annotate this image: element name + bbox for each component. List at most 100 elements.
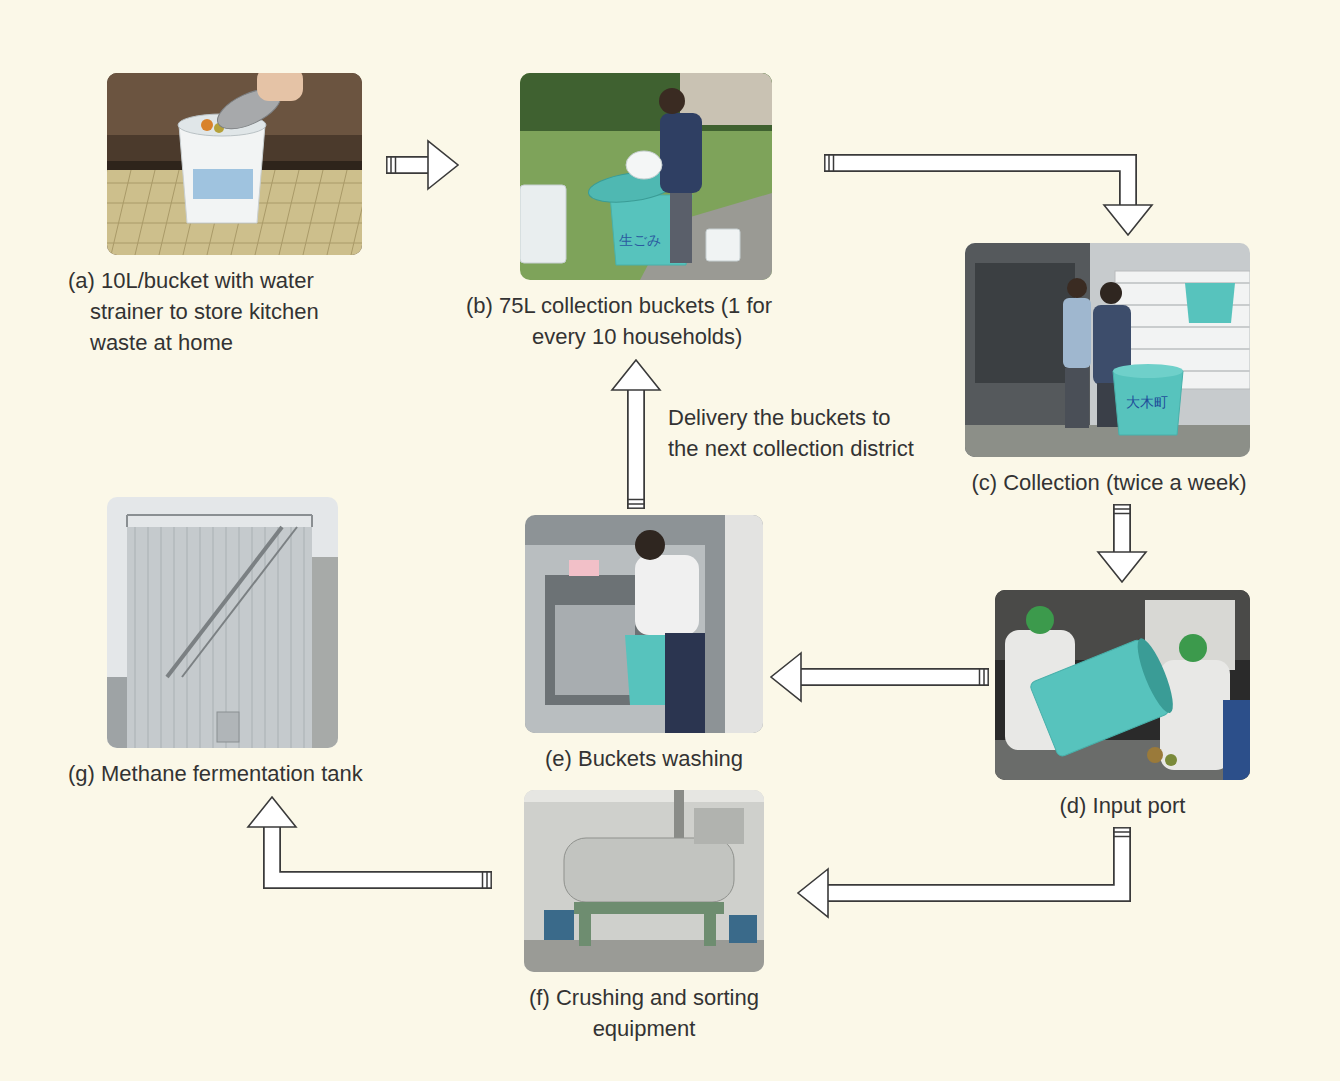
photo-illustration [525, 515, 763, 733]
arrow-outline [1113, 504, 1131, 553]
photo-frame [520, 73, 772, 280]
frame-leg [704, 902, 716, 946]
tank-rib [134, 527, 136, 748]
photo-illustration [107, 73, 362, 255]
arrow-tail-hatch [628, 507, 645, 509]
photo-scene [107, 497, 338, 748]
arrow-body [629, 389, 644, 509]
arrow-head [612, 360, 660, 390]
tank-rib [186, 527, 188, 748]
photo-scene [965, 243, 1250, 457]
photo-frame [965, 243, 1250, 457]
bucket-sticker [193, 169, 253, 199]
photo-frame [107, 73, 362, 255]
process-step: (b) 75L collection buckets (1 for every … [466, 73, 818, 352]
step-caption: (e) Buckets washing [525, 743, 763, 774]
worker-cap [1026, 606, 1054, 634]
photo-frame [995, 590, 1250, 780]
arrow-outline [800, 668, 989, 686]
block-arrow [1098, 504, 1146, 582]
floor [524, 940, 764, 972]
sponge [569, 560, 599, 576]
process-step: (g) Methane fermentation tank [68, 497, 368, 789]
held-pail [626, 151, 662, 179]
small-pail [706, 229, 740, 261]
photo-scene [995, 590, 1250, 780]
process-step: (d) Input port [995, 590, 1250, 821]
food-scrap [1147, 747, 1163, 763]
photo-ground [965, 243, 1250, 457]
railing [126, 515, 128, 527]
step-caption: (f) Crushing and sorting equipment [498, 982, 790, 1044]
motor [544, 910, 574, 940]
worker-trousers [665, 633, 705, 733]
bucket-rim [1113, 364, 1183, 378]
tank-rib [290, 527, 292, 748]
block-arrow [798, 827, 1131, 917]
arrow-outline [827, 827, 1122, 893]
arrow-tail-hatch [390, 157, 392, 174]
arrow-head [798, 869, 828, 917]
photo-scene [520, 73, 772, 280]
person-legs [670, 191, 692, 263]
photo-ground [995, 590, 1250, 780]
arrow-head [428, 141, 458, 189]
arrow-body [1115, 504, 1130, 553]
white-bucket [520, 185, 566, 263]
worker-head [1067, 278, 1087, 298]
process-step: (f) Crushing and sorting equipment [498, 790, 790, 1044]
collection-bucket [1113, 371, 1183, 435]
tilted-bucket [1029, 635, 1180, 758]
photo-frame [525, 515, 763, 733]
bucket-mouth [1131, 635, 1180, 717]
frame [574, 902, 724, 914]
stairway [182, 527, 297, 677]
arrow-tail-hatch [628, 499, 645, 501]
process-step: (a) 10L/bucket with water strainer to st… [68, 73, 380, 358]
railing [311, 515, 313, 527]
person-edge [725, 515, 763, 733]
fermentation-tank [127, 527, 312, 748]
photo-scene [107, 73, 362, 255]
crusher-drum [564, 838, 734, 902]
arrow-tail-hatch [824, 155, 826, 172]
step-caption: (b) 75L collection buckets (1 for every … [466, 290, 818, 352]
arrow-tail-hatch [1114, 831, 1131, 833]
trees [520, 73, 772, 131]
arrow-tail-hatch [386, 157, 388, 174]
tank-rib [251, 527, 253, 748]
mat-grid [107, 243, 362, 244]
arrow-tail-hatch [1114, 508, 1131, 510]
washing-machine [525, 545, 705, 733]
worker [1063, 298, 1091, 368]
arrow-tail-hatch [486, 872, 488, 889]
process-step: (c) Collection (twice a week) [938, 243, 1280, 498]
process-step: (e) Buckets washing [525, 515, 763, 774]
tank-rib [303, 527, 305, 748]
arrow-body [824, 163, 1128, 206]
arrow-tail-hatch [833, 155, 835, 172]
arrow-head [1104, 205, 1152, 235]
arrow-tail-hatch [482, 872, 484, 889]
arrow-tail-hatch [983, 669, 985, 686]
arrow-tail-hatch [395, 157, 397, 174]
arrow-tail-hatch [1114, 827, 1131, 829]
photo-scene [525, 515, 763, 733]
arrow-body [827, 827, 1122, 893]
washer-door [555, 605, 635, 695]
doorway [975, 263, 1075, 383]
stairway [167, 527, 282, 677]
worker-head [635, 530, 665, 560]
arrow-tail-hatch [1114, 513, 1131, 515]
photo-illustration [107, 497, 338, 748]
photo-illustration [995, 590, 1250, 780]
photo-ground [524, 790, 764, 972]
arrow-tail-hatch [1114, 504, 1131, 506]
arrow-body [386, 158, 429, 173]
block-arrow [248, 797, 492, 889]
photo-illustration [520, 73, 772, 280]
arrow-tail-hatch [979, 669, 981, 686]
photo-ground [107, 497, 338, 748]
